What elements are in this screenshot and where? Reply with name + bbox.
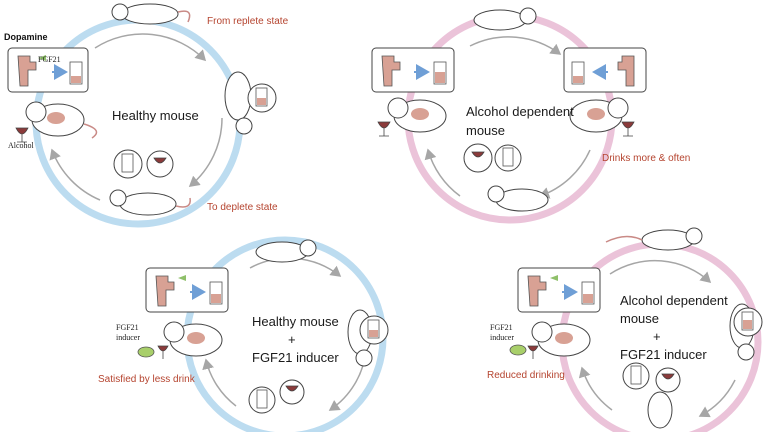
- panel-healthy-inducer: [138, 240, 388, 432]
- panel-title-healthy-inducer-line2: FGF21 inducer: [252, 349, 339, 368]
- cycle-arrow: [95, 34, 205, 60]
- thought-bubble: [280, 380, 304, 404]
- panel-title-healthy-inducer-line1: Healthy mouse: [252, 313, 339, 332]
- wine-glass-icon: [158, 346, 168, 359]
- mouse-drinking-icon: [388, 98, 446, 132]
- cup-fill-icon: [257, 98, 266, 105]
- panel-title-dependent-line2: mouse: [466, 122, 505, 141]
- fgf21-inducer-label-line1: FGF21: [490, 324, 513, 332]
- satisfied-note: Satisfied by less drink: [98, 375, 195, 385]
- wine-glass-icon: [622, 122, 634, 136]
- panel-title-plus: +: [288, 331, 296, 350]
- drinks-more-note: Drinks more & often: [602, 154, 690, 164]
- mouse-standing-icon: [648, 392, 672, 428]
- fgf21-pill-icon: [138, 347, 154, 357]
- fgf21-pill-icon: [510, 345, 526, 355]
- thought-bubble: [147, 151, 173, 177]
- mouse-resting-icon: [110, 190, 190, 215]
- cycle-arrow: [610, 261, 710, 282]
- panel-title-dependent-inducer-line3: FGF21 inducer: [620, 346, 707, 365]
- cup-icon: [503, 148, 513, 166]
- alcohol-label: Alcohol: [8, 142, 34, 150]
- panel-title-dependent-line1: Alcohol dependent: [466, 103, 574, 122]
- cycle-arrow: [190, 118, 222, 186]
- mouse-climbing-icon: [225, 72, 252, 134]
- cup-icon: [631, 366, 641, 384]
- panel-title-dependent-plus: +: [653, 328, 661, 347]
- panel-dependent-inducer: [510, 228, 762, 432]
- mouse-drinking-icon: [164, 322, 222, 356]
- fgf21-inducer-label-line1: FGF21: [116, 324, 139, 332]
- mouse-running-icon: [474, 8, 536, 30]
- cup-fill-icon: [369, 330, 378, 337]
- cup-icon: [122, 154, 133, 172]
- cup-fill-icon: [743, 320, 752, 329]
- to-deplete-state-note: To deplete state: [207, 203, 278, 213]
- cup-fill-icon: [573, 76, 583, 83]
- cycle-arrow: [470, 37, 560, 54]
- mouse-drinking-icon: [570, 98, 628, 132]
- reduced-drinking-note: Reduced drinking: [487, 371, 565, 381]
- mouse-running-icon: [606, 228, 702, 250]
- cup-fill-icon: [435, 72, 445, 83]
- panel-title-dependent-inducer-line1: Alcohol dependent: [620, 292, 728, 311]
- cycle-arrow: [52, 150, 100, 200]
- thought-bubble: [656, 368, 680, 392]
- cup-fill-icon: [583, 294, 593, 303]
- fgf21-inducer-label-line2: inducer: [116, 334, 140, 342]
- panel-title-dependent-inducer-line2: mouse: [620, 310, 659, 329]
- mouse-drinking-icon: [532, 322, 590, 356]
- cup-fill-icon: [71, 76, 81, 83]
- from-replete-state-note: From replete state: [207, 17, 288, 27]
- dopamine-label: Dopamine: [4, 33, 48, 42]
- mouse-resting-icon: [488, 186, 548, 211]
- wine-glass-icon: [528, 346, 538, 359]
- thought-bubble: [464, 144, 492, 172]
- cup-icon: [257, 390, 267, 408]
- panel-title-healthy: Healthy mouse: [112, 107, 199, 126]
- wine-glass-icon: [16, 128, 28, 142]
- fgf21-label: FGF21: [38, 56, 61, 64]
- wine-glass-icon: [378, 122, 390, 136]
- cup-fill-icon: [211, 294, 221, 303]
- fgf21-inducer-label-line2: inducer: [490, 334, 514, 342]
